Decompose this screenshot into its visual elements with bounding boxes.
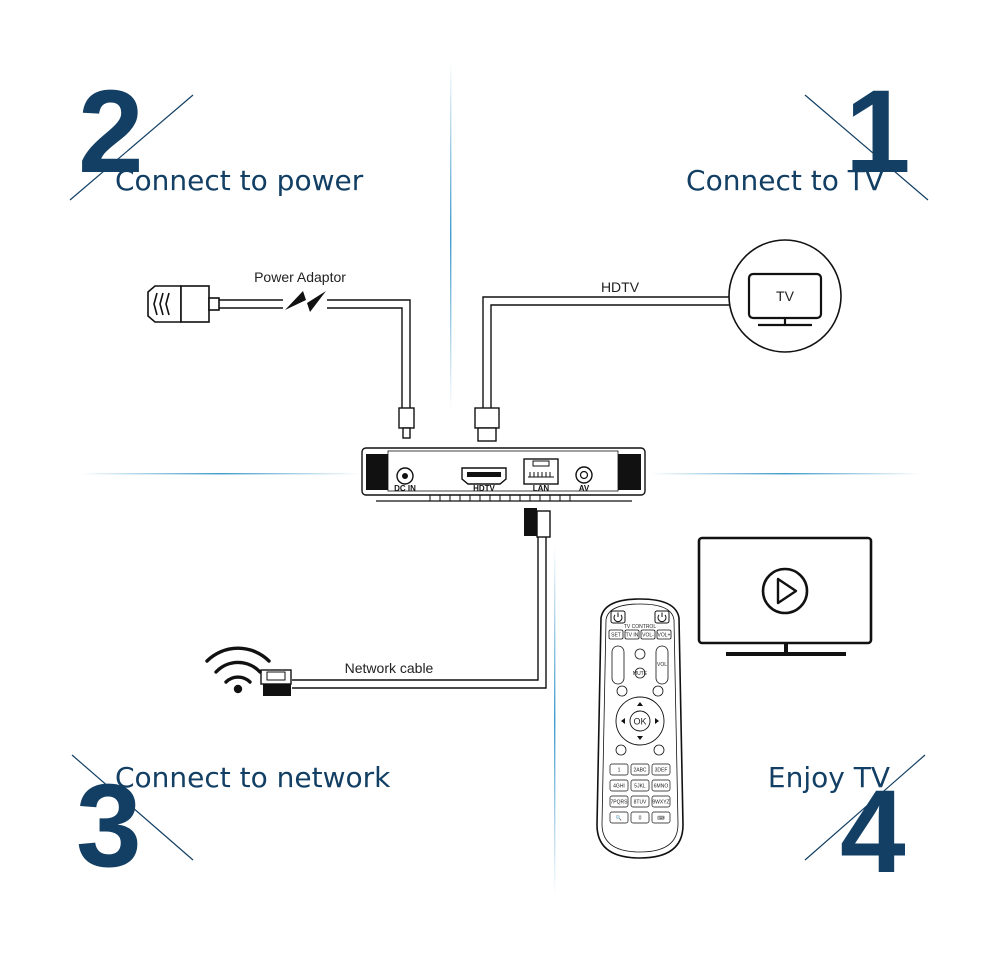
remote-numpad-labels: 1 2ABC 3DEF 4GHI 5JKL 6MNO 7PQRS 8TUV 9W… xyxy=(611,768,670,822)
step-3-title: Connect to network xyxy=(115,761,391,794)
power-adaptor-label: Power Adaptor xyxy=(254,269,346,285)
numpad-key-6: 6MNO xyxy=(654,784,669,790)
step-1-title: Connect to TV xyxy=(686,164,884,197)
step-2-slash xyxy=(69,94,194,201)
numpad-key-2: 2ABC xyxy=(633,768,646,774)
hdtv-port-label: HDTV xyxy=(473,484,495,493)
tv-icon: TV xyxy=(728,239,842,353)
divider-left xyxy=(80,473,360,475)
dc-plug xyxy=(398,407,415,439)
numpad-key-keyboard: ⌨ xyxy=(657,816,664,822)
play-tv xyxy=(697,536,873,656)
numpad-key-8: 8TUV xyxy=(634,800,647,806)
lan-plug-router xyxy=(260,669,292,696)
step-3-number: 3 xyxy=(76,760,142,892)
hdtv-port xyxy=(461,467,507,485)
numpad-key-3: 3DEF xyxy=(655,768,668,774)
network-cable xyxy=(292,537,547,689)
step-1-header: 1 Connect to TV xyxy=(686,66,929,201)
power-icon xyxy=(610,610,670,624)
numpad-key-1: 1 xyxy=(618,768,621,774)
network-cable-label: Network cable xyxy=(345,660,434,676)
step-2-number: 2 xyxy=(78,66,144,198)
divider-bottom xyxy=(554,545,556,895)
lan-port xyxy=(523,458,559,485)
set-top-box: DC IN HDTV LAN AV xyxy=(361,447,646,502)
remote-mute-label: MUTE xyxy=(633,671,648,677)
remote-control: TV CONTROL SET TV IN VOL- VOL+ VOL MUTE … xyxy=(596,598,684,859)
remote-title: TV CONTROL xyxy=(624,624,656,630)
numpad-key-0: 0 xyxy=(639,816,642,822)
wifi-icon xyxy=(205,646,271,694)
dc-in-label: DC IN xyxy=(394,484,416,493)
lightning-icon xyxy=(285,291,326,312)
remote-top-keys: SET TV IN VOL- VOL+ xyxy=(608,629,672,640)
numpad-key-7: 7PQRS xyxy=(611,800,629,806)
box-edge-left xyxy=(366,454,388,490)
lan-port-label: LAN xyxy=(533,484,550,493)
step-2-header: 2 Connect to power xyxy=(69,66,364,201)
hdtv-cable-label: HDTV xyxy=(601,279,640,295)
plug-icon xyxy=(147,285,220,323)
divider-top xyxy=(450,60,452,410)
hdtv-cable xyxy=(482,296,730,410)
step-3-slash xyxy=(71,754,194,861)
remote-dpad xyxy=(615,696,665,746)
step-4-header: 4 Enjoy TV xyxy=(768,754,926,898)
dc-in-port xyxy=(396,467,414,485)
step-4-number: 4 xyxy=(840,766,906,898)
numpad-key-4: 4GHI xyxy=(613,784,625,790)
remote-ok-label: OK xyxy=(633,717,646,727)
power-cable xyxy=(219,299,411,410)
remote-inner-outline xyxy=(601,603,679,853)
box-edge-right xyxy=(618,454,641,490)
remote-key-set: SET xyxy=(611,633,621,639)
remote-key-voldown: VOL- xyxy=(642,633,654,639)
play-icon xyxy=(761,567,809,615)
quadrant-dividers xyxy=(80,60,920,895)
remote-vol-label: VOL xyxy=(657,662,667,668)
step-3-header: 3 Connect to network xyxy=(71,754,391,892)
tv-icon-label: TV xyxy=(776,288,795,304)
divider-right xyxy=(650,473,920,475)
remote-media-keys xyxy=(611,645,669,697)
remote-key-tvin: TV IN xyxy=(626,633,639,639)
numpad-key-search: 🔍 xyxy=(616,815,622,822)
step-2-title: Connect to power xyxy=(115,164,364,197)
numpad-key-5: 5JKL xyxy=(634,784,646,790)
av-port xyxy=(575,466,593,484)
step-4-slash xyxy=(804,754,926,861)
numpad-key-9: 9WXYZ xyxy=(652,800,669,806)
remote-numpad xyxy=(609,763,671,824)
lan-plug-box xyxy=(524,508,551,538)
remote-menu-keys xyxy=(615,744,665,756)
av-port-label: AV xyxy=(579,484,590,493)
remote-key-volup: VOL+ xyxy=(658,633,671,639)
box-vents xyxy=(429,495,571,501)
step-1-slash xyxy=(804,94,929,201)
hdmi-plug xyxy=(474,407,500,442)
step-4-title: Enjoy TV xyxy=(768,761,890,794)
